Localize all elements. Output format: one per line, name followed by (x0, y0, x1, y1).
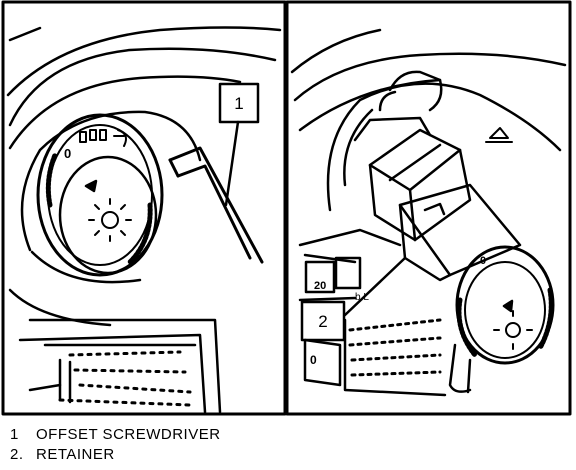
legend-item: 1 OFFSET SCREWDRIVER (10, 426, 570, 446)
lamp-symbol-icon (88, 198, 132, 242)
callout-2-number: 2 (318, 312, 327, 331)
legend-item-number: 1 (10, 426, 19, 443)
callout-1-number: 1 (234, 94, 243, 113)
left-panel-border (1, 0, 287, 416)
right-panel-view (290, 28, 567, 397)
panel-mark-b: 0 (310, 353, 317, 367)
panel-mark-a: 20 (314, 280, 326, 292)
callout-1-leader (224, 120, 240, 207)
offset-screwdriver (168, 146, 264, 264)
legend-item-text: OFFSET SCREWDRIVER (36, 426, 221, 443)
parts-legend: 1 OFFSET SCREWDRIVER 2. RETAINER (10, 426, 570, 466)
callout-2-leader (343, 256, 407, 317)
left-knob-mark: 0 (64, 146, 71, 161)
legend-item-number: 2. (10, 446, 24, 463)
legend-item: 2. RETAINER (10, 446, 570, 466)
right-panel-border (285, 0, 572, 416)
panel-mark-c: b.L (355, 292, 369, 303)
left-panel-view (6, 26, 282, 414)
callout-1-box (218, 82, 260, 124)
callout-2-box (300, 300, 346, 342)
knob-markings-icon (79, 129, 127, 147)
legend-item-text: RETAINER (36, 446, 115, 463)
right-knob-mark: 0 (480, 255, 486, 267)
headlamp-switch-removal-diagram: 1 2 0 0 20 0 b.L (1, 0, 572, 416)
right-lamp-symbol-icon (493, 310, 533, 350)
dash-light-icon (485, 127, 513, 143)
